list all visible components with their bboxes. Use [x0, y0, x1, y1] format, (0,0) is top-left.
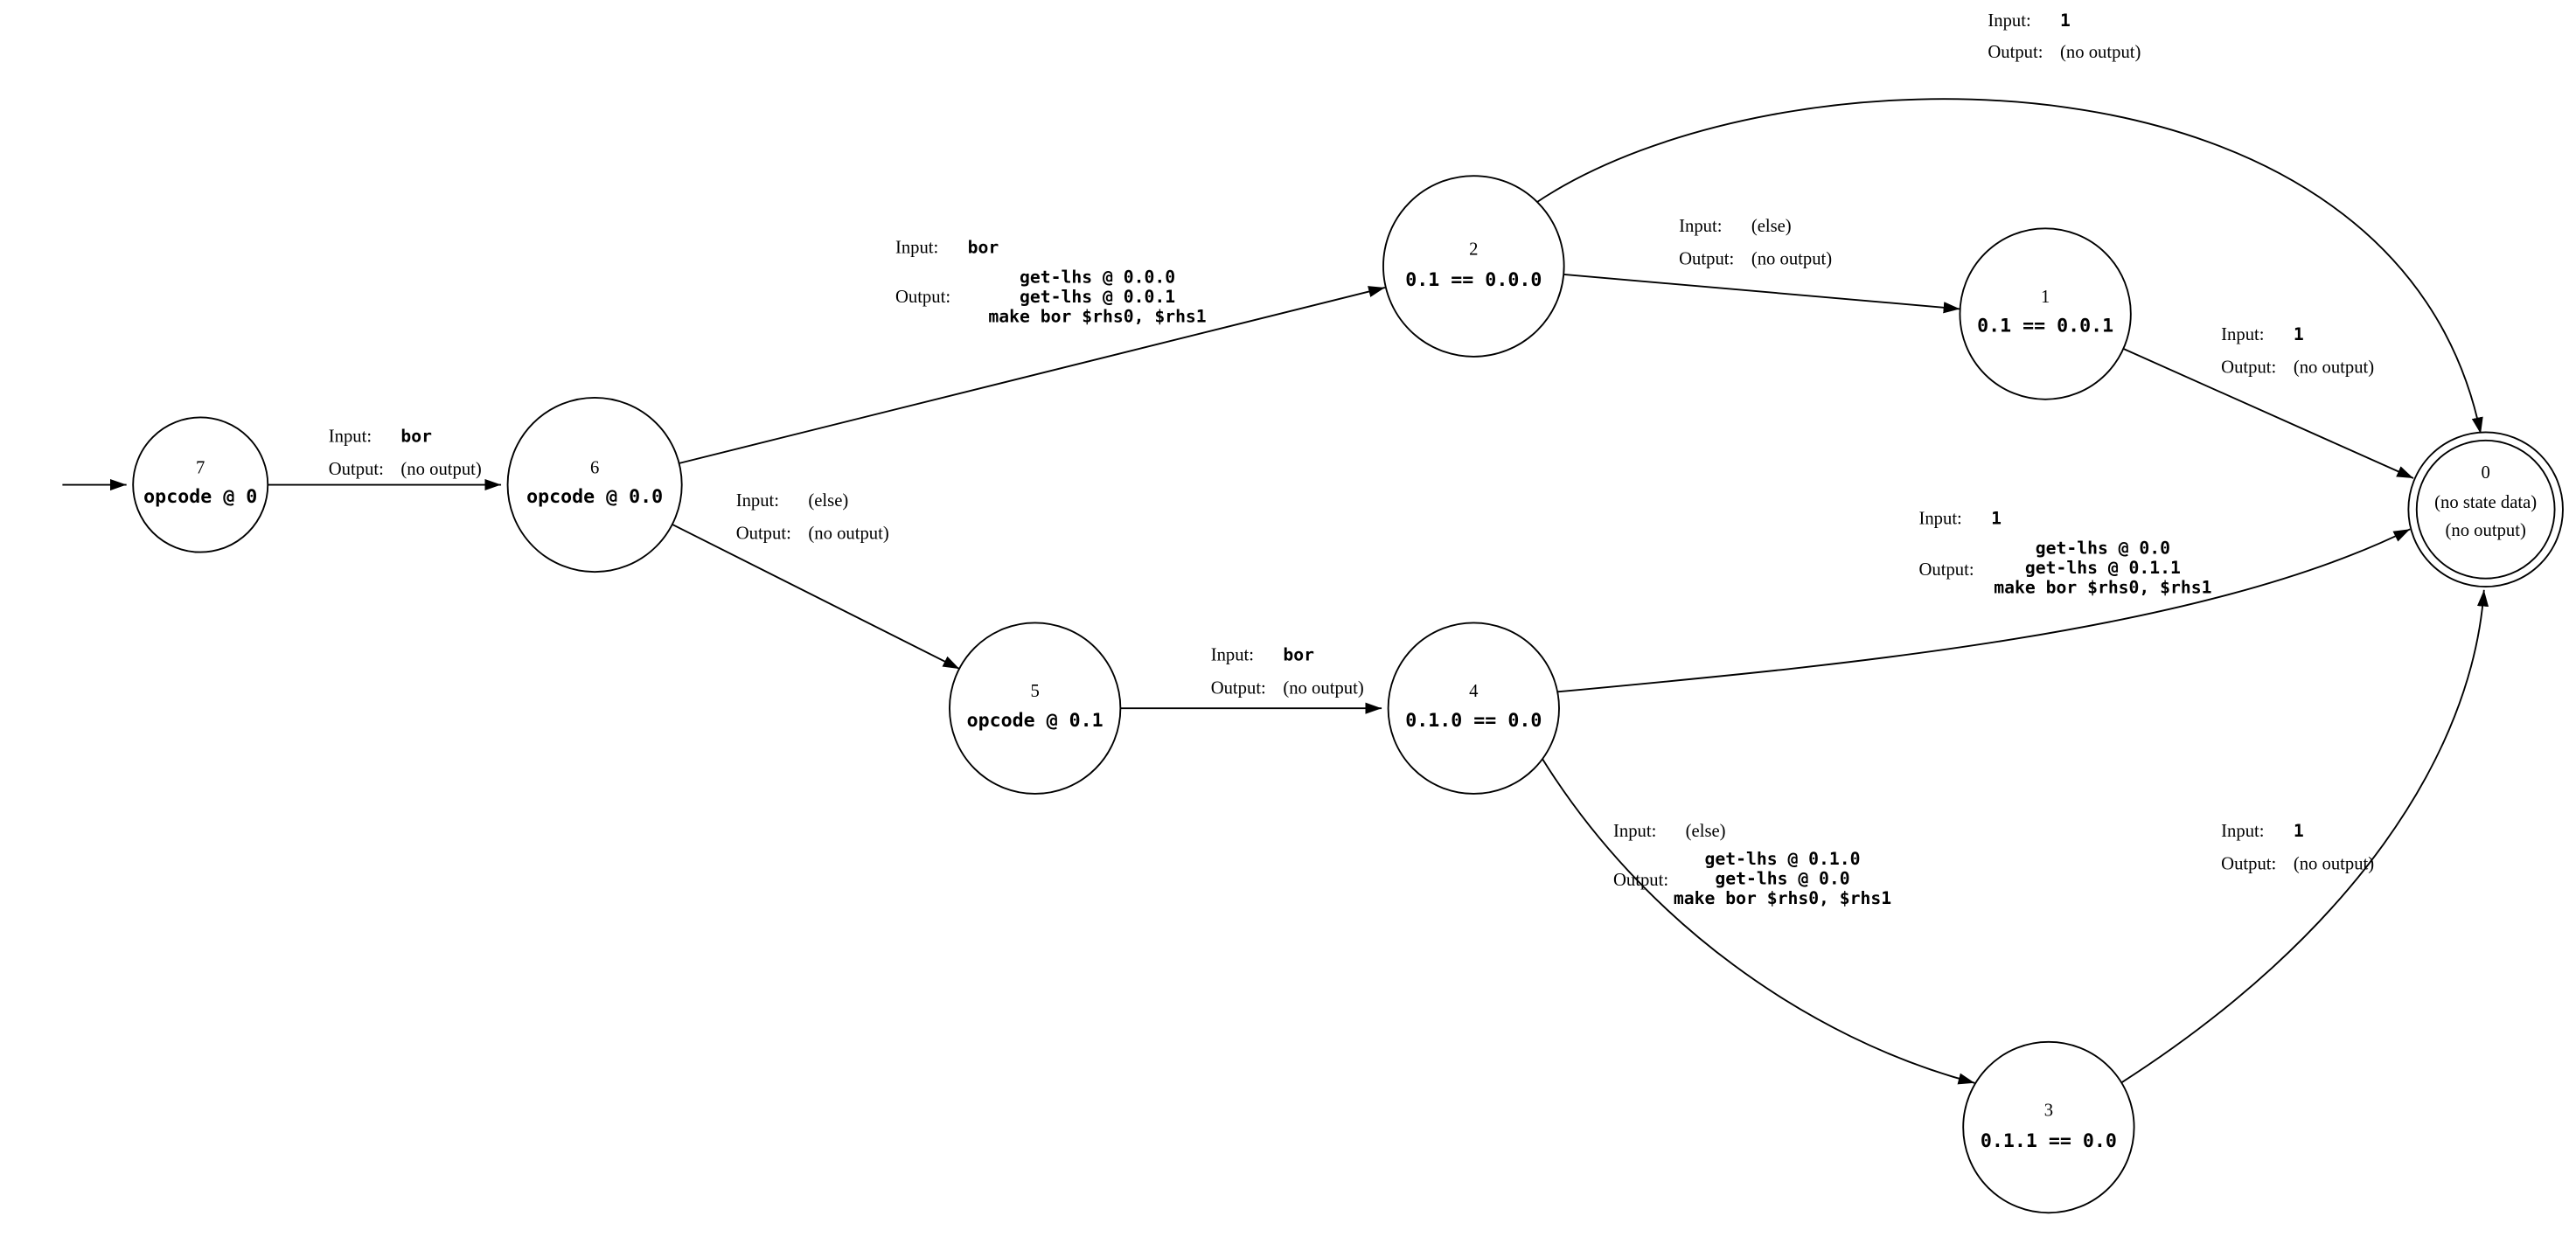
edge-7-6: Input: bor Output: (no output) [268, 427, 502, 491]
edge-3-0-input-label: Input: [2221, 822, 2264, 841]
edge-4-0-output-line-1: get-lhs @ 0.0 [2036, 538, 2170, 558]
edge-2-1-input-value: (else) [1751, 217, 1792, 236]
edge-4-3-output-line-2: get-lhs @ 0.0 [1715, 868, 1849, 888]
edge-4-3-output-line-3: make bor $rhs0, $rhs1 [1674, 888, 1891, 908]
state-1-label: 0.1 == 0.0.1 [1977, 316, 2113, 337]
edge-3-0-output-label: Output: [2221, 854, 2276, 873]
edge-3-0-path [2120, 589, 2489, 1084]
edge-6-2-output-label: Output: [895, 288, 950, 307]
edge-7-6-output-value: (no output) [400, 460, 481, 479]
state-2-id: 2 [1469, 240, 1478, 259]
state-3-id: 3 [2044, 1101, 2053, 1120]
edge-1-0: Input: 1 Output: (no output) [2122, 324, 2414, 479]
edge-2-0-input-label: Input: [1988, 11, 2030, 31]
edge-2-1-output-value: (no output) [1751, 250, 1832, 269]
edge-4-0-input-value: 1 [1991, 509, 2002, 529]
edge-5-4-output-value: (no output) [1283, 678, 1363, 698]
edge-4-3-path [1542, 758, 1975, 1085]
state-0-id: 0 [2482, 463, 2490, 483]
edge-6-2-output-line-2: get-lhs @ 0.0.1 [1020, 287, 1175, 307]
edge-4-3-output-line-1: get-lhs @ 0.1.0 [1705, 849, 1861, 869]
edge-4-0-path [1557, 528, 2411, 693]
edge-5-4-input-value: bor [1283, 645, 1314, 665]
edge-6-5-input-label: Input: [736, 491, 779, 511]
edge-6-5-input-value: (else) [808, 491, 848, 511]
state-2: 2 0.1 == 0.0.0 [1382, 175, 1565, 358]
state-4-circle [1387, 622, 1560, 795]
state-4-label: 0.1.0 == 0.0 [1405, 710, 1542, 732]
edge-3-0-input-value: 1 [2294, 821, 2304, 841]
edge-4-3-input-value: (else) [1686, 822, 1726, 841]
state-5-id: 5 [1030, 682, 1039, 701]
state-1-circle [1959, 227, 2132, 400]
state-1-id: 1 [2041, 288, 2050, 307]
edge-2-1-path [1563, 273, 1960, 314]
state-1: 1 0.1 == 0.0.1 [1959, 227, 2132, 400]
edge-2-0-path [1534, 98, 2483, 434]
edge-6-5-output-label: Output: [736, 525, 791, 544]
edge-2-1-output-label: Output: [1679, 250, 1734, 269]
state-7-id: 7 [196, 458, 205, 477]
edge-3-0-output-value: (no output) [2294, 854, 2374, 873]
edge-6-2-path [678, 286, 1386, 465]
state-5: 5 opcode @ 0.1 [949, 622, 1122, 795]
state-0-line2: (no output) [2445, 521, 2525, 540]
edge-1-0-output-value: (no output) [2294, 358, 2374, 378]
edge-5-4-input-label: Input: [1211, 646, 1254, 665]
edge-2-0: Input: 1 Output: (no output) [1534, 10, 2483, 434]
edge-2-0-input-value: 1 [2060, 10, 2071, 31]
edge-4-0: Input: 1 Output: get-lhs @ 0.0 get-lhs @… [1557, 509, 2411, 693]
edge-2-0-output-label: Output: [1988, 43, 2043, 62]
edge-7-6-input-label: Input: [329, 427, 372, 447]
edge-4-3-input-label: Input: [1613, 822, 1656, 841]
edge-1-0-input-label: Input: [2221, 325, 2264, 344]
state-2-circle [1382, 175, 1565, 358]
edge-6-2-output-line-3: make bor $rhs0, $rhs1 [988, 306, 1206, 326]
state-6-id: 6 [590, 458, 599, 477]
state-3-circle [1962, 1040, 2135, 1214]
state-7-circle [132, 416, 269, 553]
state-3: 3 0.1.1 == 0.0 [1962, 1040, 2135, 1214]
state-5-circle [949, 622, 1122, 795]
edge-2-1-input-label: Input: [1679, 217, 1722, 236]
edge-2-1: Input: (else) Output: (no output) [1563, 217, 1960, 314]
edge-4-3-output-label: Output: [1613, 871, 1668, 890]
state-6-circle [506, 396, 683, 573]
edge-2-0-output-value: (no output) [2060, 43, 2141, 62]
state-6: 6 opcode @ 0.0 [506, 396, 683, 573]
state-7: 7 opcode @ 0 [132, 416, 269, 553]
edge-4-0-output-line-3: make bor $rhs0, $rhs1 [1994, 578, 2211, 598]
edge-6-2: Input: bor Output: get-lhs @ 0.0.0 get-l… [678, 237, 1386, 465]
state-0: 0 (no state data) (no output) [2407, 431, 2564, 588]
edge-1-0-output-label: Output: [2221, 358, 2276, 378]
edge-4-3: Input: (else) Output: get-lhs @ 0.1.0 ge… [1542, 758, 1975, 1085]
state-2-label: 0.1 == 0.0.0 [1405, 269, 1542, 291]
edge-6-2-input-value: bor [968, 237, 999, 257]
edge-4-0-output-label: Output: [1918, 560, 1974, 580]
edge-7-6-input-value: bor [400, 427, 432, 447]
state-5-label: opcode @ 0.1 [967, 710, 1104, 732]
state-7-label: opcode @ 0 [143, 486, 257, 508]
state-6-label: opcode @ 0.0 [526, 486, 663, 508]
state-0-outer-circle [2407, 431, 2564, 588]
edge-4-0-output-line-2: get-lhs @ 0.1.1 [2025, 558, 2181, 578]
edge-6-2-output-line-1: get-lhs @ 0.0.0 [1020, 267, 1175, 287]
state-0-line1: (no state data) [2434, 493, 2537, 512]
state-3-label: 0.1.1 == 0.0 [1981, 1130, 2117, 1152]
edge-1-0-path [2122, 347, 2414, 479]
edge-3-0: Input: 1 Output: (no output) [2120, 589, 2489, 1084]
state-0-inner-circle [2415, 439, 2556, 580]
edge-4-0-input-label: Input: [1918, 510, 1961, 529]
edge-6-2-input-label: Input: [895, 238, 938, 257]
edge-5-4: Input: bor Output: (no output) [1120, 645, 1382, 714]
state-4: 4 0.1.0 == 0.0 [1387, 622, 1560, 795]
edge-6-5-path [672, 523, 960, 670]
edge-6-5-output-value: (no output) [808, 525, 888, 544]
edge-5-4-output-label: Output: [1211, 678, 1266, 698]
edge-1-0-input-value: 1 [2294, 324, 2304, 344]
edge-7-6-output-label: Output: [329, 460, 384, 479]
edge-6-5: Input: (else) Output: (no output) [672, 491, 960, 670]
state-4-id: 4 [1469, 682, 1478, 701]
